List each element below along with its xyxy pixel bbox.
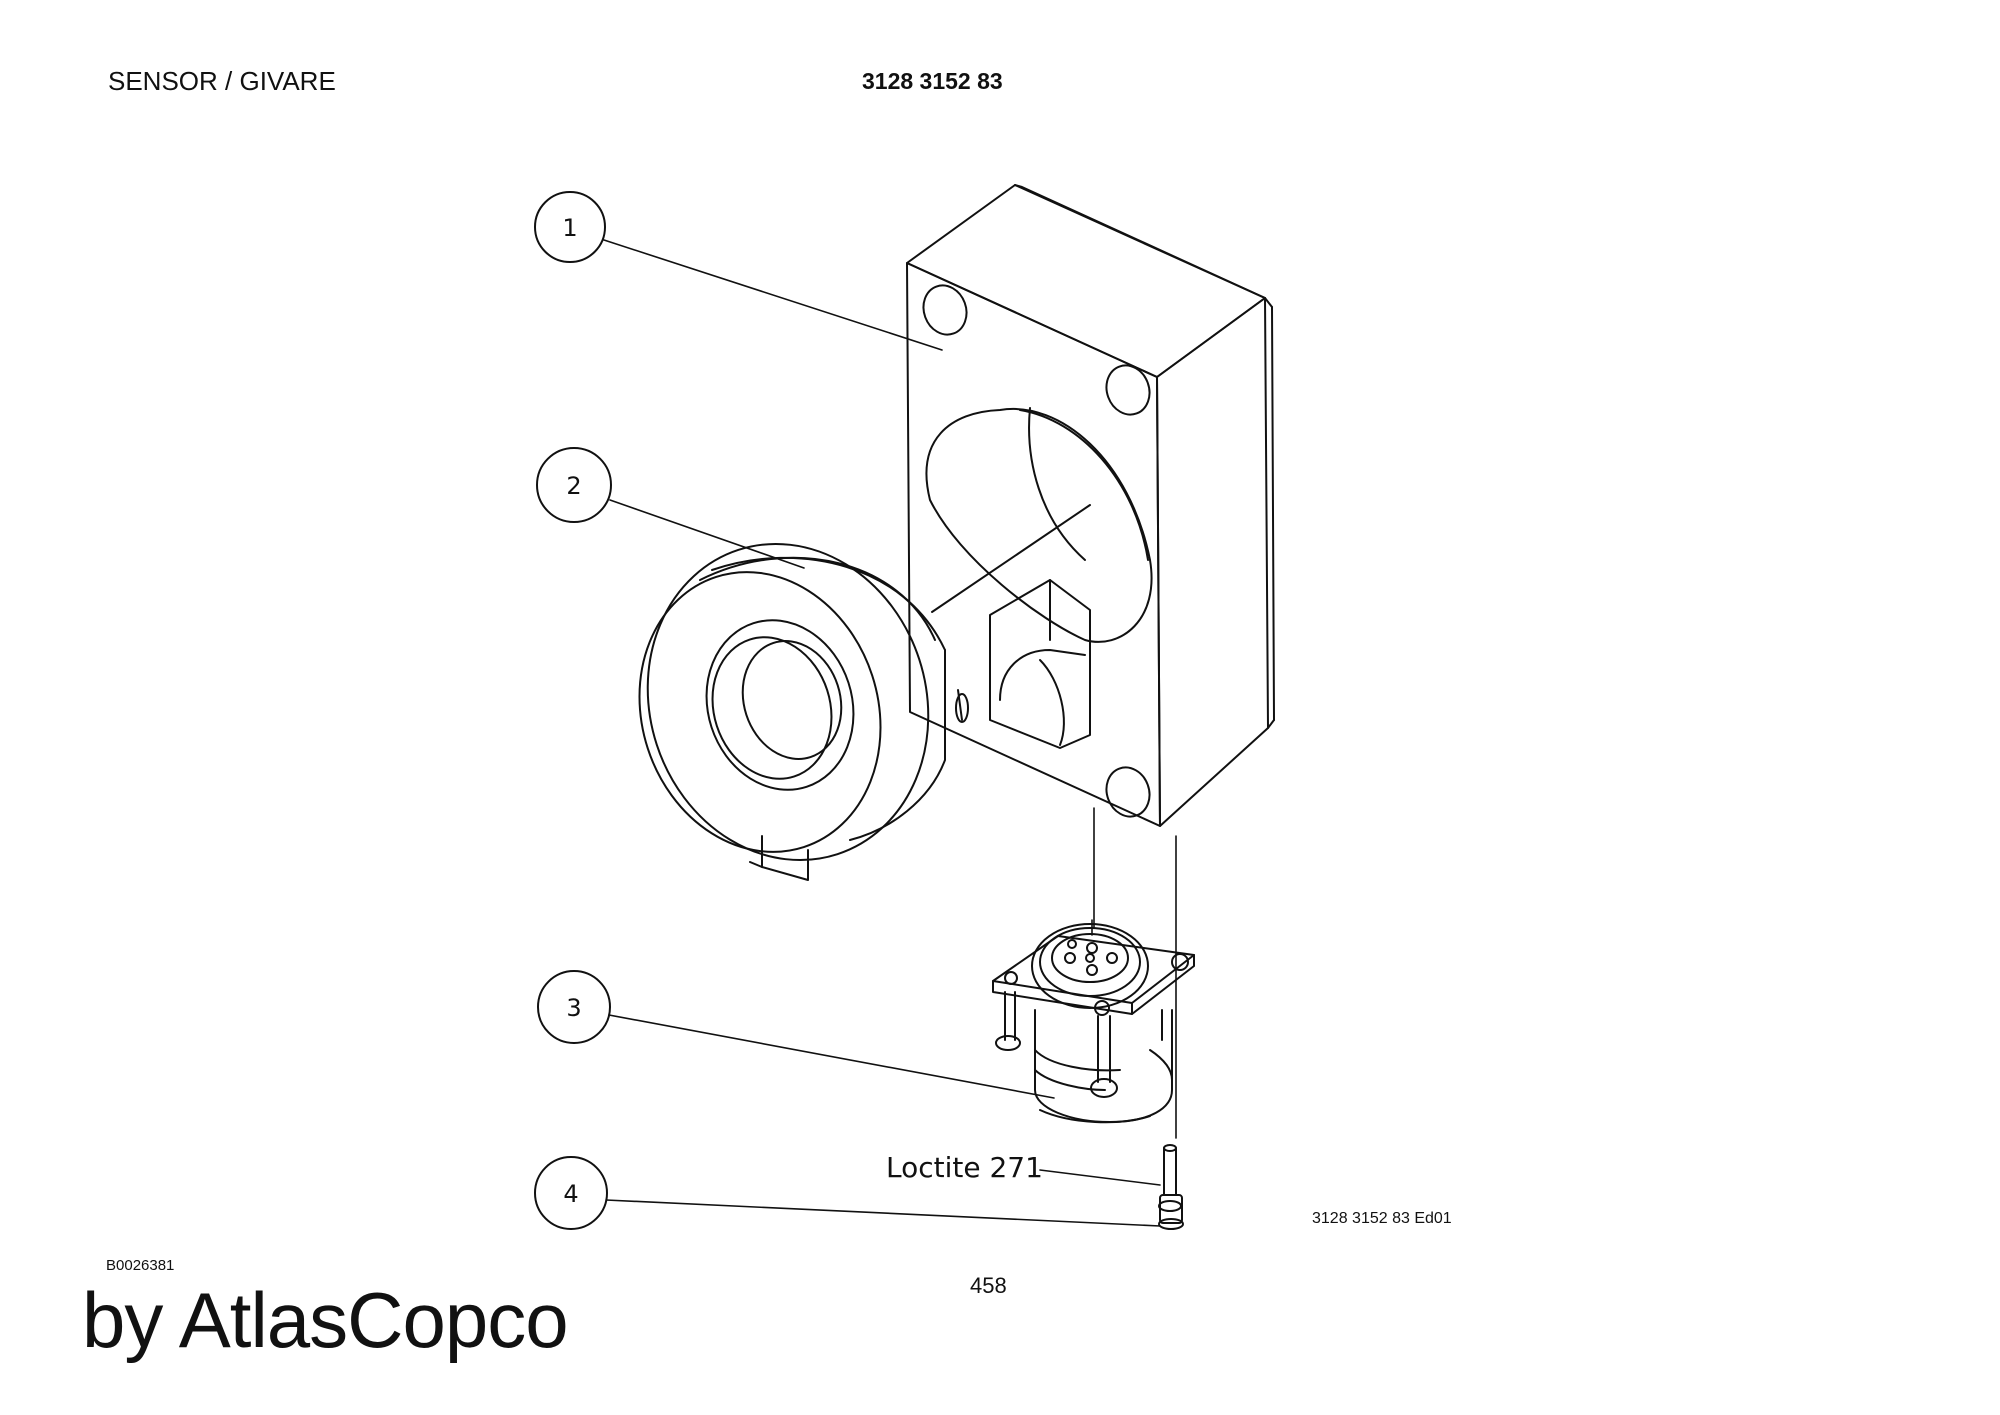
callout-3: 3	[537, 970, 611, 1044]
image-reference: B0026381	[106, 1257, 175, 1274]
callout-4: 4	[534, 1156, 608, 1230]
brand-watermark: by AtlasCopco	[82, 1276, 569, 1364]
housing-block	[906, 184, 1275, 827]
callout-2: 2	[536, 447, 612, 523]
leader-3	[608, 1014, 1055, 1099]
callout-4-label: 4	[563, 1180, 578, 1208]
screw	[1158, 1144, 1184, 1230]
connector	[992, 923, 1195, 1124]
leader-4	[605, 1199, 1161, 1227]
edition-label: 3128 3152 83 Ed01	[1312, 1210, 1452, 1227]
loctite-note: Loctite 271	[886, 1151, 1043, 1184]
part-number: 3128 3152 83	[862, 68, 1003, 94]
page-number: 458	[970, 1273, 1007, 1298]
callout-1: 1	[534, 191, 606, 263]
callout-1-label: 1	[562, 214, 577, 242]
callout-3-label: 3	[566, 994, 581, 1022]
assembly-guide-lines	[1091, 807, 1177, 1139]
leader-2	[609, 499, 805, 569]
sensor-ring	[638, 542, 969, 881]
page-title: SENSOR / GIVARE	[108, 66, 336, 96]
leader-1	[603, 239, 943, 351]
loctite-leader	[1039, 1169, 1161, 1186]
callout-2-label: 2	[566, 472, 581, 500]
